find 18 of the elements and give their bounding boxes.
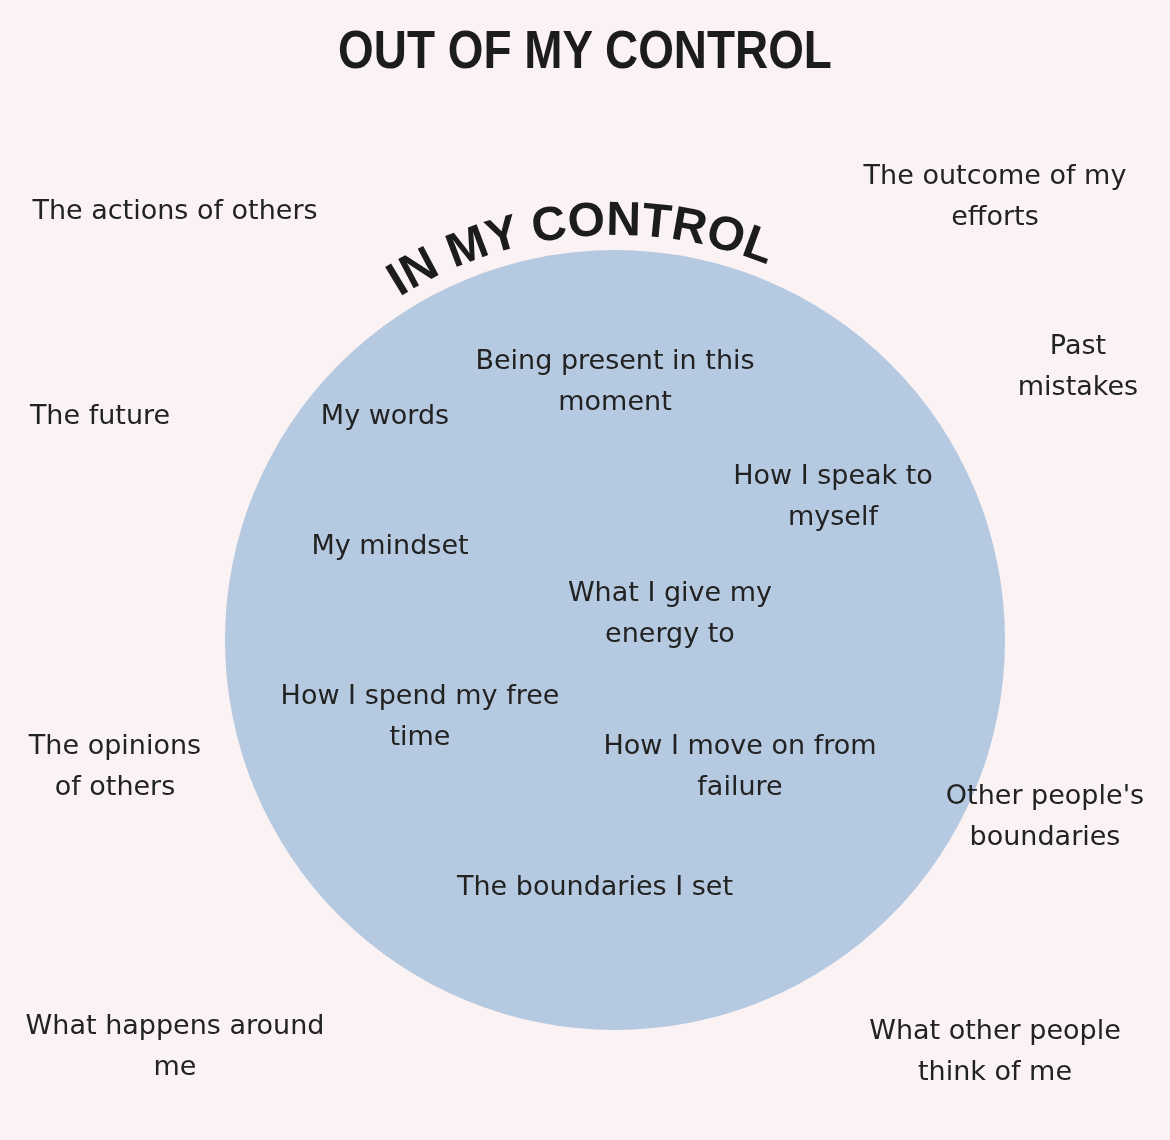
outside-item: Other people's boundaries xyxy=(944,777,1146,852)
outside-item: Past mistakes xyxy=(1016,327,1140,402)
outside-item: The actions of others xyxy=(31,192,319,227)
outside-item: The outcome of my efforts xyxy=(862,157,1128,232)
circle-item: Being present in this moment xyxy=(475,342,755,417)
outside-item: The future xyxy=(28,397,172,432)
circle-item: How I spend my free time xyxy=(280,677,560,752)
circle-item: My words xyxy=(319,397,451,432)
circle-item: What I give my energy to xyxy=(566,574,774,650)
circle-heading: IN MY CONTROL xyxy=(377,191,783,306)
circle-item: How I move on from failure xyxy=(602,727,878,802)
outside-item: The opinions of others xyxy=(27,727,203,802)
outside-item: What happens around me xyxy=(25,1007,325,1082)
outside-item: What other people think of me xyxy=(868,1012,1122,1087)
circle-item: My mindset xyxy=(310,527,470,562)
circle-item: How I speak to myself xyxy=(732,457,934,533)
title: OUT OF MY CONTROL xyxy=(337,18,833,80)
circle-item: The boundaries I set xyxy=(455,868,734,903)
